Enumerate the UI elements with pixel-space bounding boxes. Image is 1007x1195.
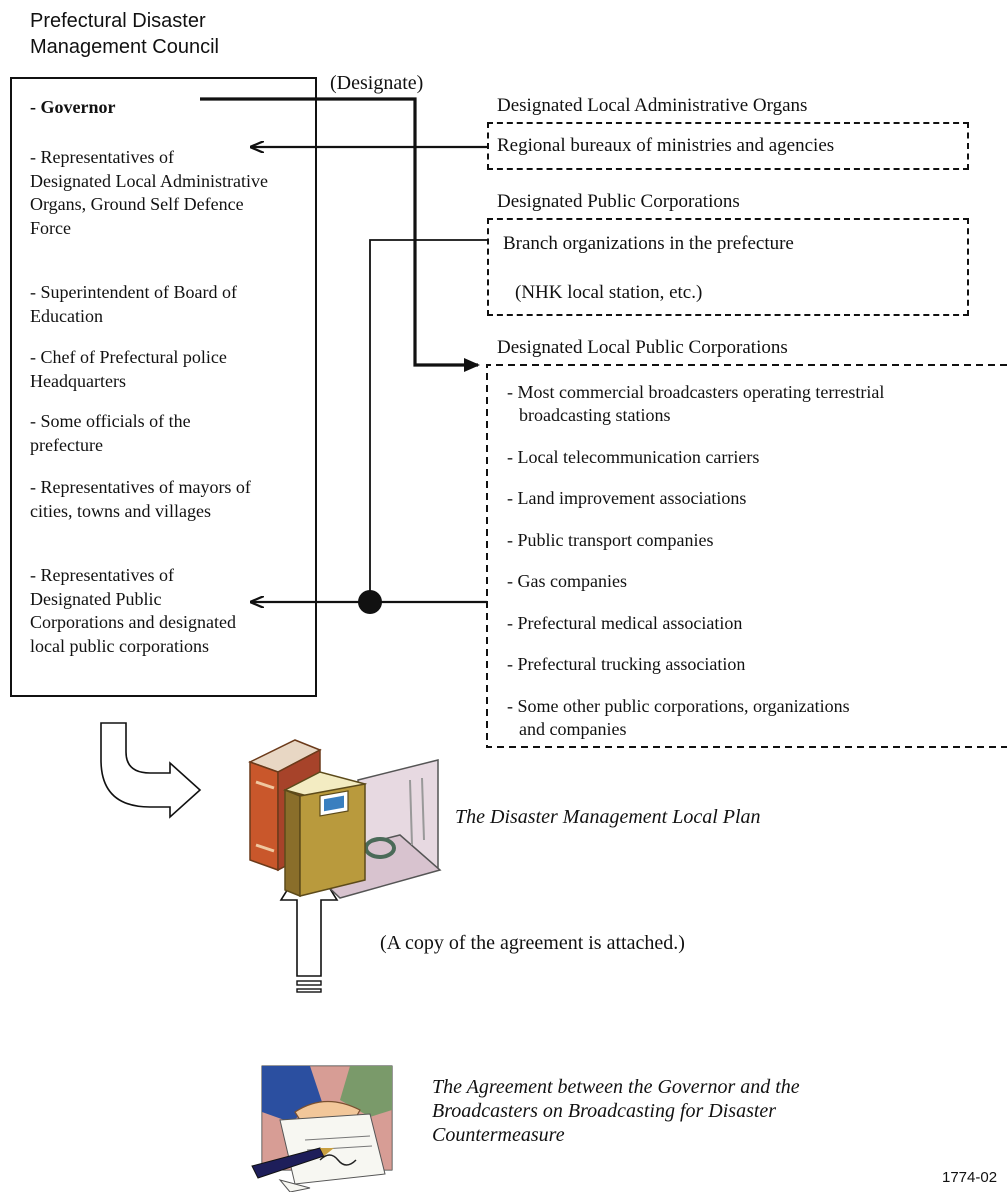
local-public-corp-heading: Designated Local Public Corporations xyxy=(497,337,788,358)
lpc-item: - Land improvement associations xyxy=(507,488,747,508)
lpc-item: - Prefectural medical association xyxy=(507,613,743,633)
council-to-plan-arrow xyxy=(100,722,202,819)
lpc-item: - Some other public corporations, organi… xyxy=(507,696,850,716)
designate-line xyxy=(200,97,480,372)
designate-label: (Designate) xyxy=(330,72,424,94)
public-corp-line1: Branch organizations in the prefecture xyxy=(503,233,794,254)
council-member-officials: - Some officials of the prefecture xyxy=(30,411,191,455)
agreement-label-line2: Broadcasters on Broadcasting for Disaste… xyxy=(432,1100,777,1122)
public-corp-connector xyxy=(369,239,487,602)
council-member-governor: - Governor xyxy=(30,97,116,117)
local-admin-box xyxy=(487,122,969,170)
handshake-agreement-illustration xyxy=(251,1065,393,1192)
local-admin-box-text: Regional bureaux of ministries and agenc… xyxy=(497,135,835,156)
public-corp-line2: (NHK local station, etc.) xyxy=(515,282,703,303)
junction-dot xyxy=(358,590,382,614)
agreement-note: (A copy of the agreement is attached.) xyxy=(380,932,685,954)
agreement-label-line3: Countermeasure xyxy=(432,1124,565,1146)
council-member-admin-organs: - Representatives of Designated Local Ad… xyxy=(30,147,268,238)
council-member-education: - Superintendent of Board of Education xyxy=(30,282,237,326)
local-public-corp-box xyxy=(486,364,1007,748)
agreement-label-line1: The Agreement between the Governor and t… xyxy=(432,1076,800,1098)
lpc-item: and companies xyxy=(519,719,627,739)
council-box xyxy=(10,77,317,697)
council-title-line1: Prefectural Disaster xyxy=(30,10,206,32)
lpc-item: - Prefectural trucking association xyxy=(507,654,746,674)
council-member-public-corp-reps: - Representatives of Designated Public C… xyxy=(30,565,236,656)
council-member-police: - Chef of Prefectural police Headquarter… xyxy=(30,347,227,391)
lpc-item: - Public transport companies xyxy=(507,530,714,550)
plan-label: The Disaster Management Local Plan xyxy=(455,806,761,828)
lpc-item: - Local telecommunication carriers xyxy=(507,447,760,467)
public-corp-heading: Designated Public Corporations xyxy=(497,191,740,212)
council-title: Prefectural Disaster Management Council xyxy=(30,8,219,60)
council-member-mayors: - Representatives of mayors of cities, t… xyxy=(30,477,251,521)
local-admin-heading: Designated Local Administrative Organs xyxy=(497,95,808,116)
public-corp-box xyxy=(487,218,969,316)
lpc-item: - Most commercial broadcasters operating… xyxy=(507,382,885,402)
lpc-item: - Gas companies xyxy=(507,571,627,591)
lpc-item: broadcasting stations xyxy=(519,405,671,425)
council-title-line2: Management Council xyxy=(30,36,219,58)
figure-id: 1774-02 xyxy=(942,1169,998,1186)
plan-books-illustration xyxy=(248,739,442,899)
agreement-label: The Agreement between the Governor and t… xyxy=(432,1075,800,1147)
